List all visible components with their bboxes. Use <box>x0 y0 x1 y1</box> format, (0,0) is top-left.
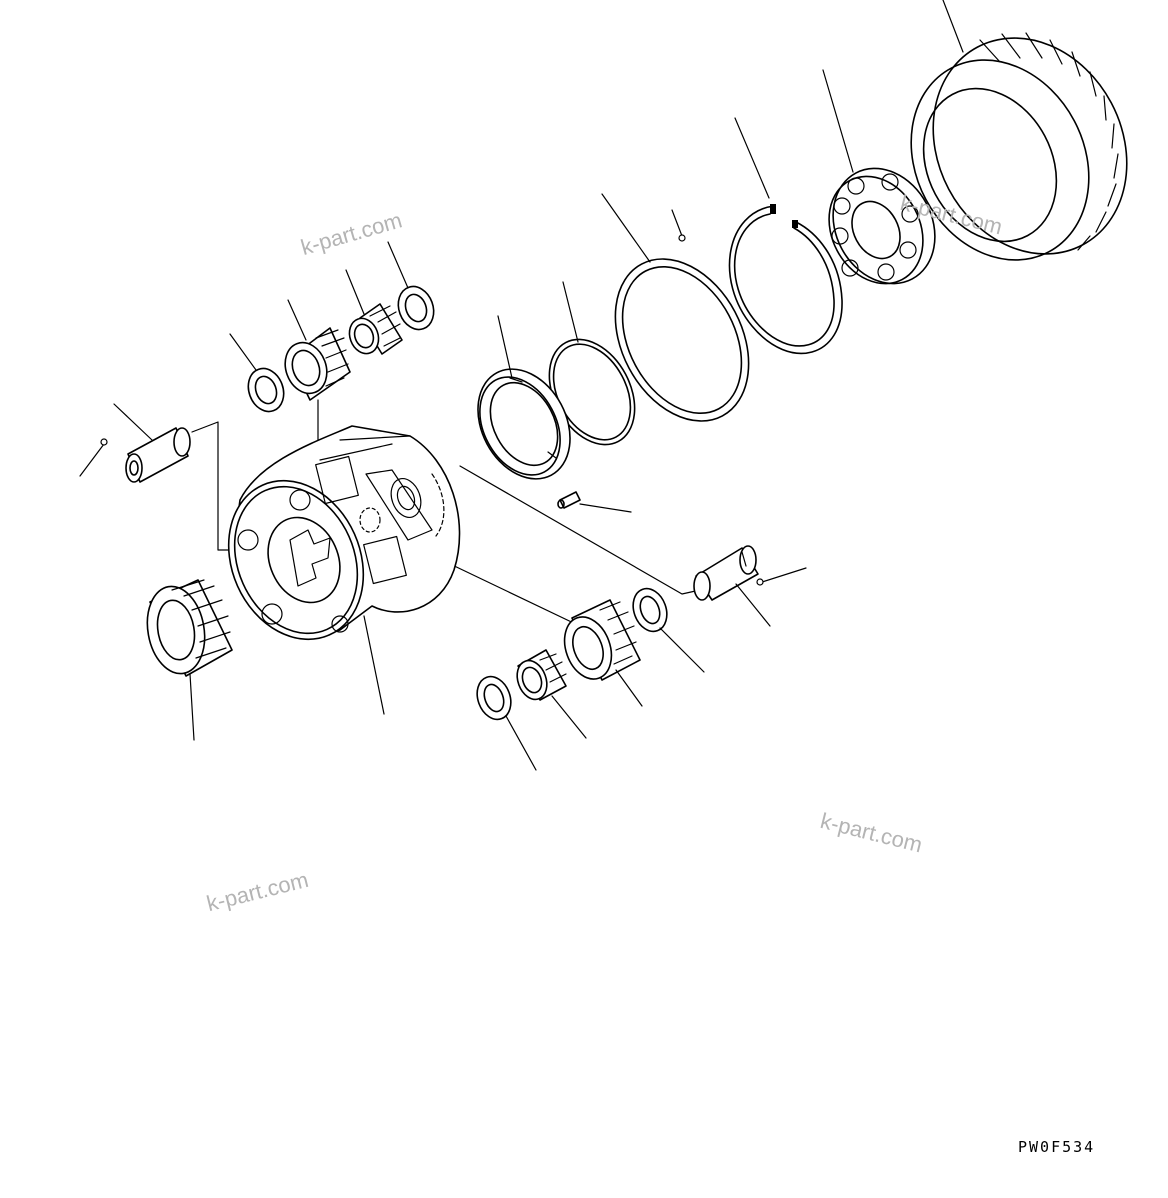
leader-dowel-pin <box>579 503 632 513</box>
ball-bearing <box>828 167 936 285</box>
leader-bearing <box>822 69 854 173</box>
planet-shaft-left <box>125 427 191 483</box>
needle-bearing-lower <box>516 649 567 701</box>
leader-snap-ring <box>734 117 770 199</box>
leader-needle-bearing-upper <box>345 269 365 315</box>
washer-lower-right <box>632 587 668 633</box>
leader-planet-shaft-right <box>735 583 771 627</box>
seal-ring <box>614 258 750 422</box>
leader-planet-gear-lower <box>615 669 643 707</box>
snap-ring <box>728 204 843 355</box>
planet-gear-lower <box>563 599 641 681</box>
lubricant-dot-left <box>79 438 108 477</box>
thrust-plate <box>477 368 571 480</box>
washer-upper-left <box>247 367 285 413</box>
lubricant-dot-right <box>756 567 807 586</box>
washer-upper-right <box>397 285 435 331</box>
leader-o-ring <box>562 281 579 343</box>
leader-washer-upper-left <box>229 333 257 371</box>
ring-gear <box>910 32 1128 261</box>
leader-thrust-plate <box>497 315 513 379</box>
needle-bearing-upper <box>348 303 403 355</box>
leader-planet-shaft-left <box>113 403 153 441</box>
leader-washer-upper-right <box>387 241 409 289</box>
sun-gear <box>146 579 233 677</box>
leader-needle-bearing-lower <box>551 695 587 739</box>
leader-ring-gear <box>942 0 964 53</box>
drawing-code: PW0F534 <box>1018 1138 1096 1156</box>
leader-planet-gear-upper <box>287 299 307 341</box>
lubricant-dot-top <box>671 209 686 242</box>
leader-washer-lower-left <box>505 715 537 771</box>
leader-sun-gear <box>189 673 195 741</box>
leader-seal-ring <box>601 193 651 263</box>
washer-lower-left <box>476 675 512 721</box>
planet-shaft-right <box>693 545 759 601</box>
planet-gear-upper <box>284 327 351 401</box>
planet-carrier <box>227 425 461 641</box>
dowel-pin <box>557 491 581 509</box>
leader-planet-carrier <box>363 615 385 715</box>
leader-washer-lower-right <box>659 627 705 673</box>
